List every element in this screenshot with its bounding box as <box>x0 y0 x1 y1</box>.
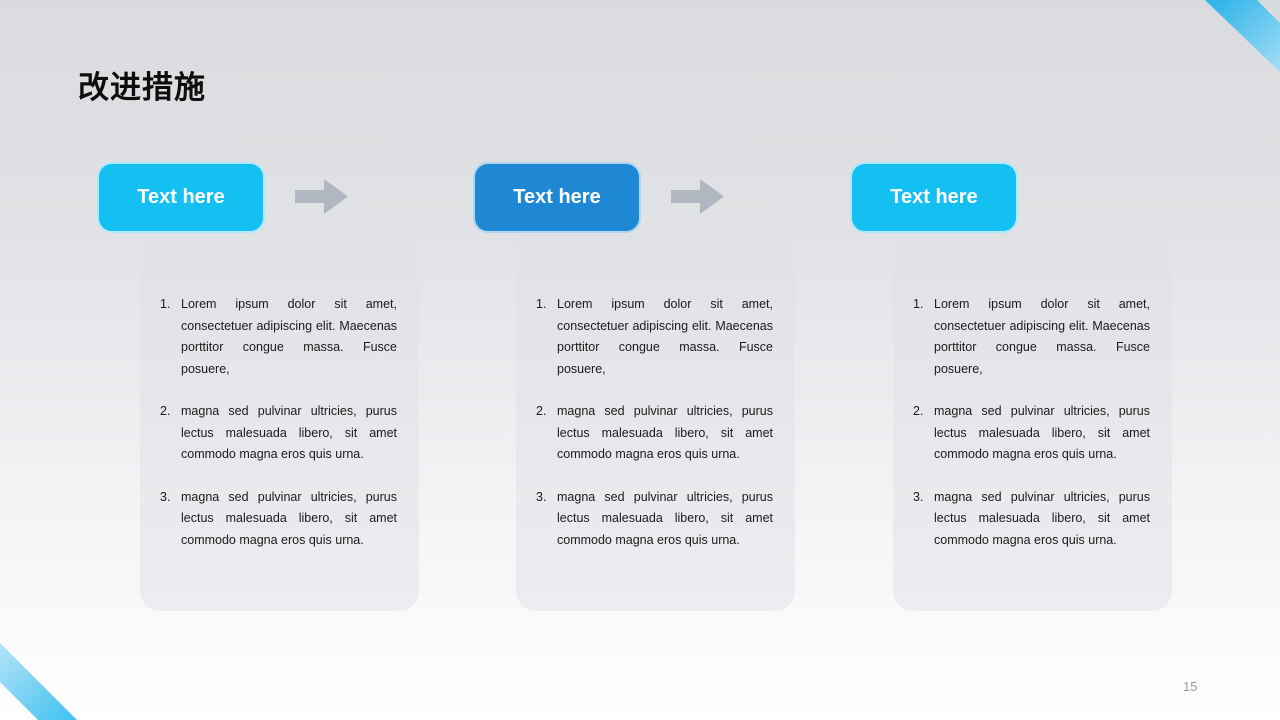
list-item: 1. Lorem ipsum dolor sit amet, consectet… <box>913 294 1150 380</box>
step-button-1[interactable]: Text here <box>97 162 265 233</box>
step-column-3: Text here 1. Lorem ipsum dolor sit amet,… <box>850 162 1172 611</box>
step-card-3: 1. Lorem ipsum dolor sit amet, consectet… <box>893 230 1172 611</box>
ribbon-top-right <box>1205 0 1280 72</box>
list-item-text: magna sed pulvinar ultricies, purus lect… <box>934 404 1150 461</box>
list-item-number: 1. <box>160 297 171 311</box>
step-column-2: Text here 1. Lorem ipsum dolor sit amet,… <box>473 162 795 611</box>
page-number: 15 <box>1183 679 1198 694</box>
list-item-text: magna sed pulvinar ultricies, purus lect… <box>181 489 397 547</box>
list-item-number: 1. <box>536 297 547 311</box>
ribbon-bottom-left <box>0 643 77 720</box>
list-item-number: 1. <box>913 297 924 311</box>
list-item-number: 2. <box>160 404 171 418</box>
list-item-number: 3. <box>536 489 547 504</box>
step-card-2: 1. Lorem ipsum dolor sit amet, consectet… <box>516 230 795 611</box>
list-item: 2. magna sed pulvinar ultricies, purus l… <box>160 401 397 466</box>
list-item: 3. magna sed pulvinar ultricies, purus l… <box>160 487 397 552</box>
list-item-number: 3. <box>913 489 924 504</box>
list-item-text: Lorem ipsum dolor sit amet, consectetuer… <box>934 297 1150 376</box>
list-item: 3. magna sed pulvinar ultricies, purus l… <box>913 487 1150 552</box>
list-item-number: 2. <box>913 404 924 418</box>
step-button-2[interactable]: Text here <box>473 162 641 233</box>
slide-title: 改进措施 <box>78 70 206 105</box>
step-column-1: Text here 1. Lorem ipsum dolor sit amet,… <box>97 162 419 611</box>
right-arrow-icon <box>295 179 348 214</box>
step-card-1: 1. Lorem ipsum dolor sit amet, consectet… <box>140 230 419 611</box>
step-button-3[interactable]: Text here <box>850 162 1018 233</box>
list-item-number: 3. <box>160 489 171 504</box>
list-item-number: 2. <box>536 404 547 418</box>
list-item: 3. magna sed pulvinar ultricies, purus l… <box>536 487 773 552</box>
list-item-text: Lorem ipsum dolor sit amet, consectetuer… <box>557 297 773 376</box>
list-item: 1. Lorem ipsum dolor sit amet, consectet… <box>536 294 773 380</box>
list-item-text: magna sed pulvinar ultricies, purus lect… <box>557 404 773 461</box>
list-item-text: magna sed pulvinar ultricies, purus lect… <box>181 404 397 461</box>
list-item: 2. magna sed pulvinar ultricies, purus l… <box>536 401 773 466</box>
list-item: 2. magna sed pulvinar ultricies, purus l… <box>913 401 1150 466</box>
right-arrow-icon <box>671 179 724 214</box>
list-item: 1. Lorem ipsum dolor sit amet, consectet… <box>160 294 397 380</box>
list-item-text: Lorem ipsum dolor sit amet, consectetuer… <box>181 297 397 376</box>
list-item-text: magna sed pulvinar ultricies, purus lect… <box>934 489 1150 547</box>
list-item-text: magna sed pulvinar ultricies, purus lect… <box>557 489 773 547</box>
